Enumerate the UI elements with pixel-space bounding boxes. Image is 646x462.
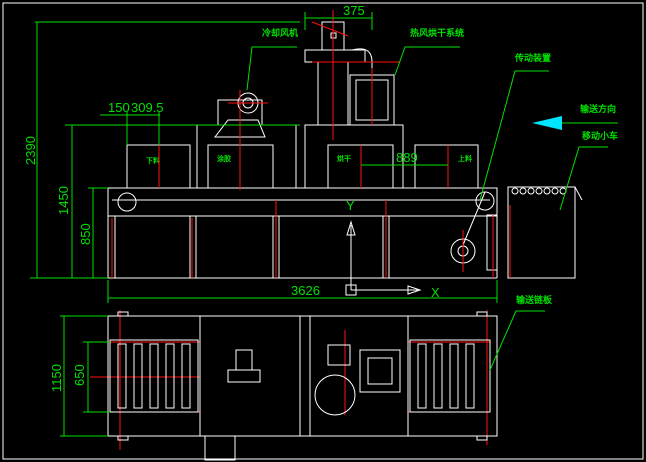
svg-text:输送方向: 输送方向 <box>580 103 616 115</box>
svg-text:309.5: 309.5 <box>131 100 164 115</box>
svg-text:889: 889 <box>396 150 418 165</box>
svg-text:移动小车: 移动小车 <box>582 130 618 142</box>
conveyor-chain-right <box>409 339 491 413</box>
dimensions: 375 2390 1450 850 150 309.5 889 3626 115… <box>23 3 498 437</box>
svg-text:150: 150 <box>108 100 130 115</box>
svg-text:输送链板: 输送链板 <box>516 294 553 306</box>
leaders: 冷却风机 热风烘干系统 传动装置 输送方向 移动小车 输送链板 <box>246 27 618 371</box>
svg-text:冷却风机: 冷却风机 <box>262 27 298 39</box>
moving-cart <box>507 186 576 279</box>
station-load <box>414 144 479 189</box>
fan-plan-icon <box>314 374 356 416</box>
svg-text:涂胶: 涂胶 <box>217 154 231 163</box>
svg-text:下料: 下料 <box>146 156 160 165</box>
svg-text:650: 650 <box>72 364 87 386</box>
svg-text:X: X <box>431 285 440 300</box>
svg-text:375: 375 <box>343 3 365 18</box>
conveyor-chain-left <box>109 339 199 413</box>
conveying-direction-arrow <box>532 116 562 130</box>
svg-text:850: 850 <box>78 223 93 245</box>
svg-text:2390: 2390 <box>23 136 38 165</box>
svg-text:3626: 3626 <box>291 283 320 298</box>
svg-text:烘干: 烘干 <box>337 154 351 163</box>
svg-text:1450: 1450 <box>56 186 71 215</box>
svg-text:1150: 1150 <box>49 364 64 392</box>
svg-text:传动装置: 传动装置 <box>514 52 551 64</box>
svg-text:热风烘干系统: 热风烘干系统 <box>410 27 464 39</box>
conveyor-frame-top <box>107 187 498 217</box>
elevation-view: 下料 涂胶 烘干 上料 Y X <box>107 21 618 300</box>
svg-text:上料: 上料 <box>458 154 472 163</box>
svg-text:Y: Y <box>346 198 355 213</box>
plan-view <box>107 311 498 461</box>
